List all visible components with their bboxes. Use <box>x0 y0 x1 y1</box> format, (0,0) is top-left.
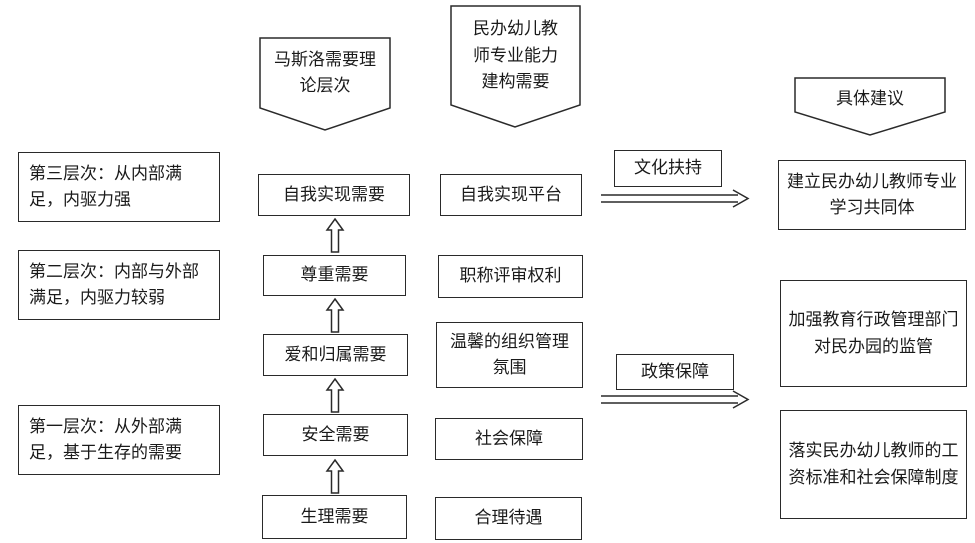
maslow-need-label: 生理需要 <box>300 506 369 527</box>
teacher-need-social-security: 社会保障 <box>435 418 583 460</box>
maslow-need-label: 爱和归属需要 <box>284 344 387 365</box>
header-teacher: 民办幼儿教师专业能力建构需要 <box>451 10 580 102</box>
level-first-text: 第一层次：从外部满足，基于生存的需要 <box>29 416 182 463</box>
support-policy-label: 政策保障 <box>641 361 709 382</box>
maslow-need-label: 安全需要 <box>301 424 370 445</box>
header-maslow-text: 马斯洛需要理论层次 <box>274 49 376 96</box>
header-suggest-text: 具体建议 <box>836 88 904 109</box>
maslow-need-label: 尊重需要 <box>300 265 369 286</box>
level-third-text: 第三层次：从内部满足，内驱力强 <box>29 163 182 210</box>
header-maslow: 马斯洛需要理论层次 <box>260 42 390 104</box>
header-suggest: 具体建议 <box>795 80 945 112</box>
support-culture-label: 文化扶持 <box>634 158 702 179</box>
level-box-second: 第二层次：内部与外部满足，内驱力较弱 <box>18 250 220 320</box>
suggestion-label: 落实民办幼儿教师的工资标准和社会保障制度 <box>788 441 959 488</box>
teacher-need-pay: 合理待遇 <box>435 497 582 540</box>
teacher-need-label: 温馨的组织管理氛围 <box>450 331 569 378</box>
suggestion-supervision: 加强教育行政管理部门对民办园的监管 <box>780 280 967 387</box>
suggestion-salary-standard: 落实民办幼儿教师的工资标准和社会保障制度 <box>780 410 967 519</box>
teacher-need-label: 合理待遇 <box>474 508 543 529</box>
level-box-third: 第三层次：从内部满足，内驱力强 <box>18 152 220 222</box>
maslow-need-self-actualization: 自我实现需要 <box>258 174 410 216</box>
maslow-need-belonging: 爱和归属需要 <box>263 334 408 376</box>
support-culture: 文化扶持 <box>614 150 722 187</box>
suggestion-label: 加强教育行政管理部门对民办园的监管 <box>788 310 959 357</box>
right-arrow-policy <box>601 390 750 409</box>
header-shape-suggest <box>794 77 946 136</box>
teacher-need-label: 社会保障 <box>475 428 543 449</box>
support-policy: 政策保障 <box>616 354 734 390</box>
teacher-need-atmosphere: 温馨的组织管理氛围 <box>436 322 583 388</box>
up-arrow-1 <box>325 458 345 494</box>
teacher-need-platform: 自我实现平台 <box>440 174 582 216</box>
suggestion-label: 建立民办幼儿教师专业学习共同体 <box>787 171 957 218</box>
header-shape-maslow <box>259 37 391 131</box>
maslow-need-safety: 安全需要 <box>263 414 408 456</box>
level-second-text: 第二层次：内部与外部满足，内驱力较弱 <box>29 261 199 308</box>
header-teacher-text: 民办幼儿教师专业能力建构需要 <box>473 19 558 93</box>
maslow-need-esteem: 尊重需要 <box>263 255 406 296</box>
up-arrow-2 <box>325 377 345 413</box>
level-box-first: 第一层次：从外部满足，基于生存的需要 <box>18 405 220 475</box>
suggestion-learning-community: 建立民办幼儿教师专业学习共同体 <box>778 160 966 230</box>
maslow-need-label: 自我实现需要 <box>283 184 385 205</box>
right-arrow-culture <box>601 189 750 208</box>
up-arrow-4 <box>325 217 345 253</box>
maslow-need-physiological: 生理需要 <box>262 495 407 539</box>
teacher-need-title-review: 职称评审权利 <box>438 255 583 298</box>
up-arrow-3 <box>325 297 345 333</box>
teacher-need-label: 自我实现平台 <box>460 184 562 205</box>
header-shape-teacher <box>450 5 581 128</box>
teacher-need-label: 职称评审权利 <box>459 266 562 287</box>
